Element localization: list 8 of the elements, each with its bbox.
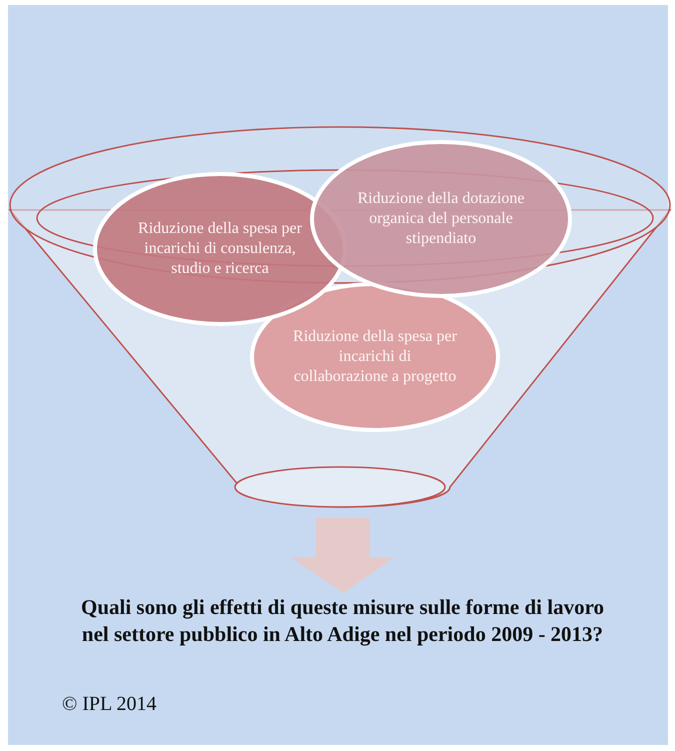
circle-shape <box>250 282 500 432</box>
block-arrow <box>291 518 395 593</box>
circle-shape <box>310 140 572 298</box>
copyright-note: © IPL 2014 <box>62 693 156 716</box>
node-text: Riduzione della spesa per incarichi di consulenza, studio e ricerca <box>137 219 303 279</box>
question-text: Quali sono gli effetti di queste misure sulle forme di lavoro nel settore pubblico in Alto Adige nel periodo 2009 - 2013? <box>70 594 615 684</box>
node-text: Riduzione della spesa per incarichi di collaborazione a progetto <box>292 327 458 387</box>
node-text: Riduzione della dotazione organica del personale stipendiato <box>356 189 526 249</box>
